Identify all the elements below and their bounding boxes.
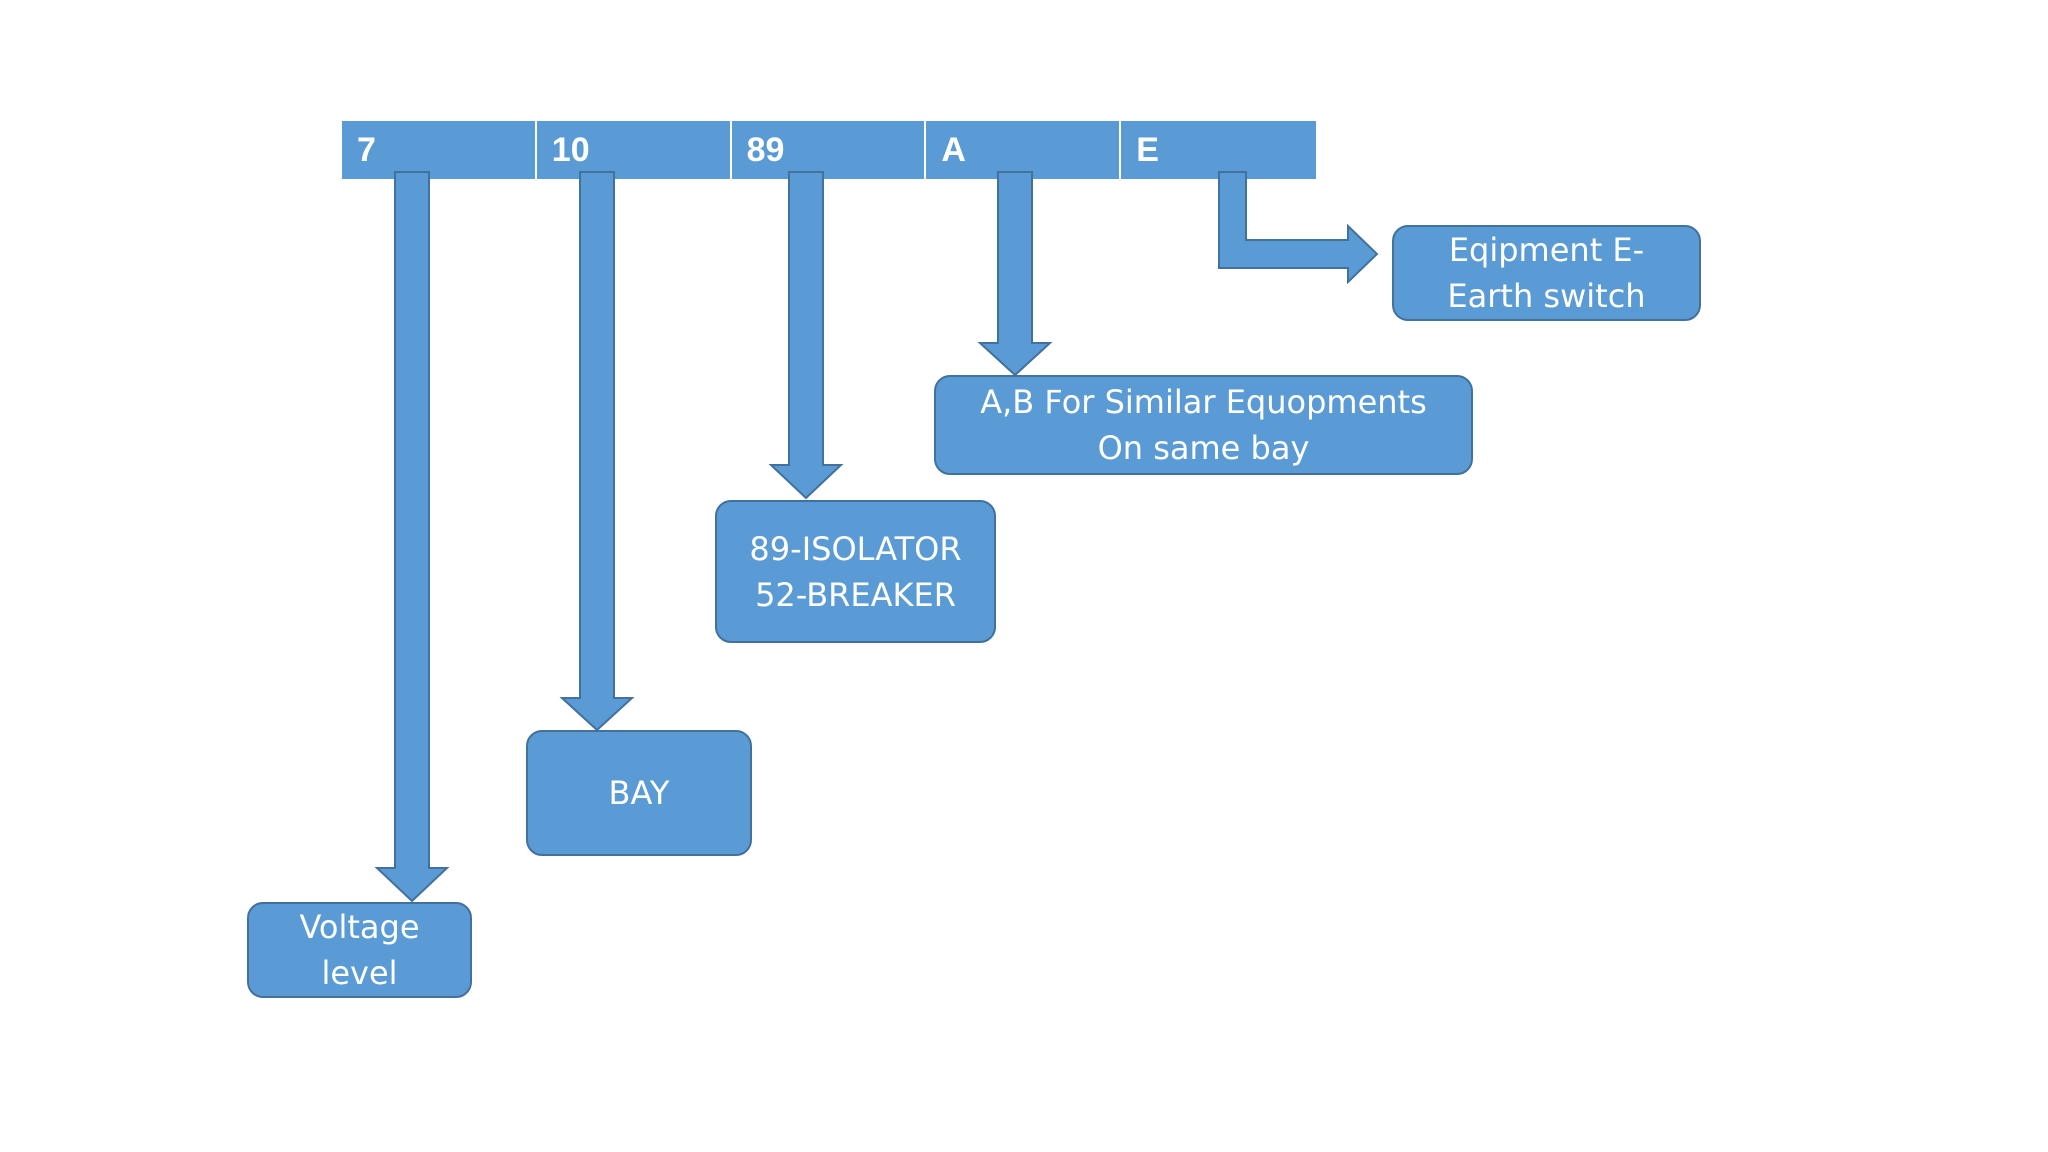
arrow-equipment-code xyxy=(768,171,844,500)
equipment-type-label: Eqipment E- Earth switch xyxy=(1447,231,1646,315)
code-cell-voltage: 7 xyxy=(342,121,537,179)
equipment-code-box: 89-ISOLATOR 52-BREAKER xyxy=(715,500,996,643)
arrow-equipment-type xyxy=(1218,171,1379,285)
code-cell-bay: 10 xyxy=(536,121,732,179)
code-cell-equipment: 89 xyxy=(731,121,927,179)
code-cell-sequence: A xyxy=(926,121,1122,179)
equipment-code-label: 89-ISOLATOR 52-BREAKER xyxy=(749,529,962,614)
voltage-level-label: Voltage level xyxy=(299,908,420,992)
arrow-similar xyxy=(977,171,1053,377)
arrow-bay xyxy=(559,171,635,732)
equipment-type-box: Eqipment E- Earth switch xyxy=(1392,225,1701,321)
code-bar: 7 10 89 A E xyxy=(342,121,1316,179)
similar-equipment-box: A,B For Similar Equopments On same bay xyxy=(934,375,1473,475)
arrow-voltage xyxy=(374,171,450,903)
bay-label: BAY xyxy=(608,774,670,812)
similar-equipment-label: A,B For Similar Equopments On same bay xyxy=(980,383,1427,467)
bay-box: BAY xyxy=(526,730,752,856)
code-cell-type: E xyxy=(1121,121,1316,179)
voltage-level-box: Voltage level xyxy=(247,902,472,998)
